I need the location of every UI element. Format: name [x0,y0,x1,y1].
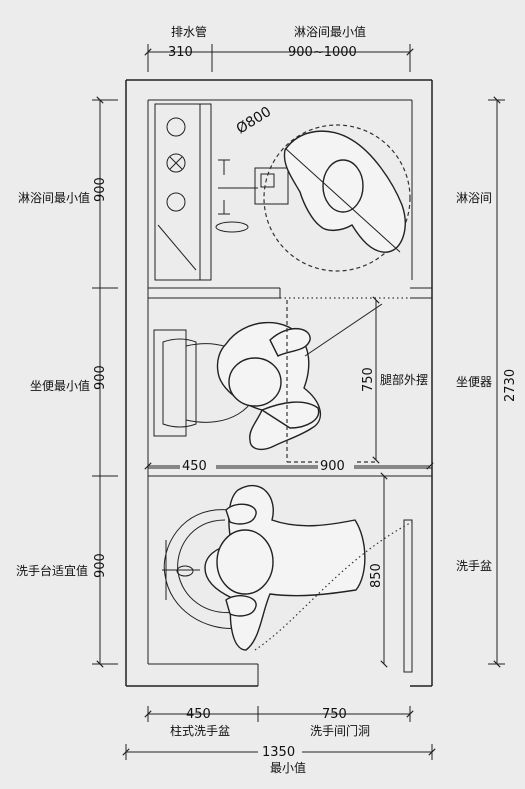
total-width-dimension: 1350 [262,745,295,760]
toilet-min-label: 坐便最小值 [30,378,90,393]
top-dimension-lines [144,44,414,72]
shower-min-top-label: 淋浴间最小值 [294,24,366,39]
min-value-label: 最小值 [270,760,306,775]
shower-clearance-circle [263,124,411,272]
total-width-label-bg [258,744,302,760]
shower-right-label: 淋浴间 [456,191,492,205]
basin-right-label: 洗手盆 [456,559,492,573]
shower-min-left-label: 淋浴间最小值 [18,190,90,205]
bottom-left-dimension: 450 [186,707,211,722]
leg-swing-dimension: 750 [361,367,376,392]
shower-person-figure [283,130,406,253]
pedestal-basin-label: 柱式洗手盆 [170,723,230,738]
basin-left-dimension: 900 [93,553,108,578]
left-dimension-lines [92,96,118,668]
basin-fixture [162,509,241,629]
width-left-dimension: 450 [182,459,207,474]
shower-left-dimension: 900 [93,177,108,202]
basin-depth-dimension: 850 [369,563,384,588]
toilet-person-figure [216,303,383,451]
total-height-dimension: 2730 [503,369,518,402]
outer-walls [125,79,433,687]
width-right-dimension: 900 [320,459,345,474]
width-left-label-bg [180,459,216,473]
toilet-left-dimension: 900 [93,365,108,390]
shower-top-dimension: 900~1000 [288,45,357,60]
drain-dimension: 310 [168,45,193,60]
width-right-label-bg [318,459,354,473]
right-dimension-line [488,96,505,668]
toilet-right-label: 坐便器 [456,375,492,389]
door-leaf [403,519,413,673]
shower-fixture [154,103,289,281]
basin-person-figure [204,484,366,651]
drain-label: 排水管 [171,24,207,39]
circle-diameter-dimension: Ø800 [234,104,274,138]
leg-swing-label: 腿部外摆 [380,372,428,387]
basin-suitable-label: 洗手台适宜值 [16,563,88,578]
bottom-right-dimension: 750 [322,707,347,722]
door-opening-label: 洗手间门洞 [310,723,370,738]
